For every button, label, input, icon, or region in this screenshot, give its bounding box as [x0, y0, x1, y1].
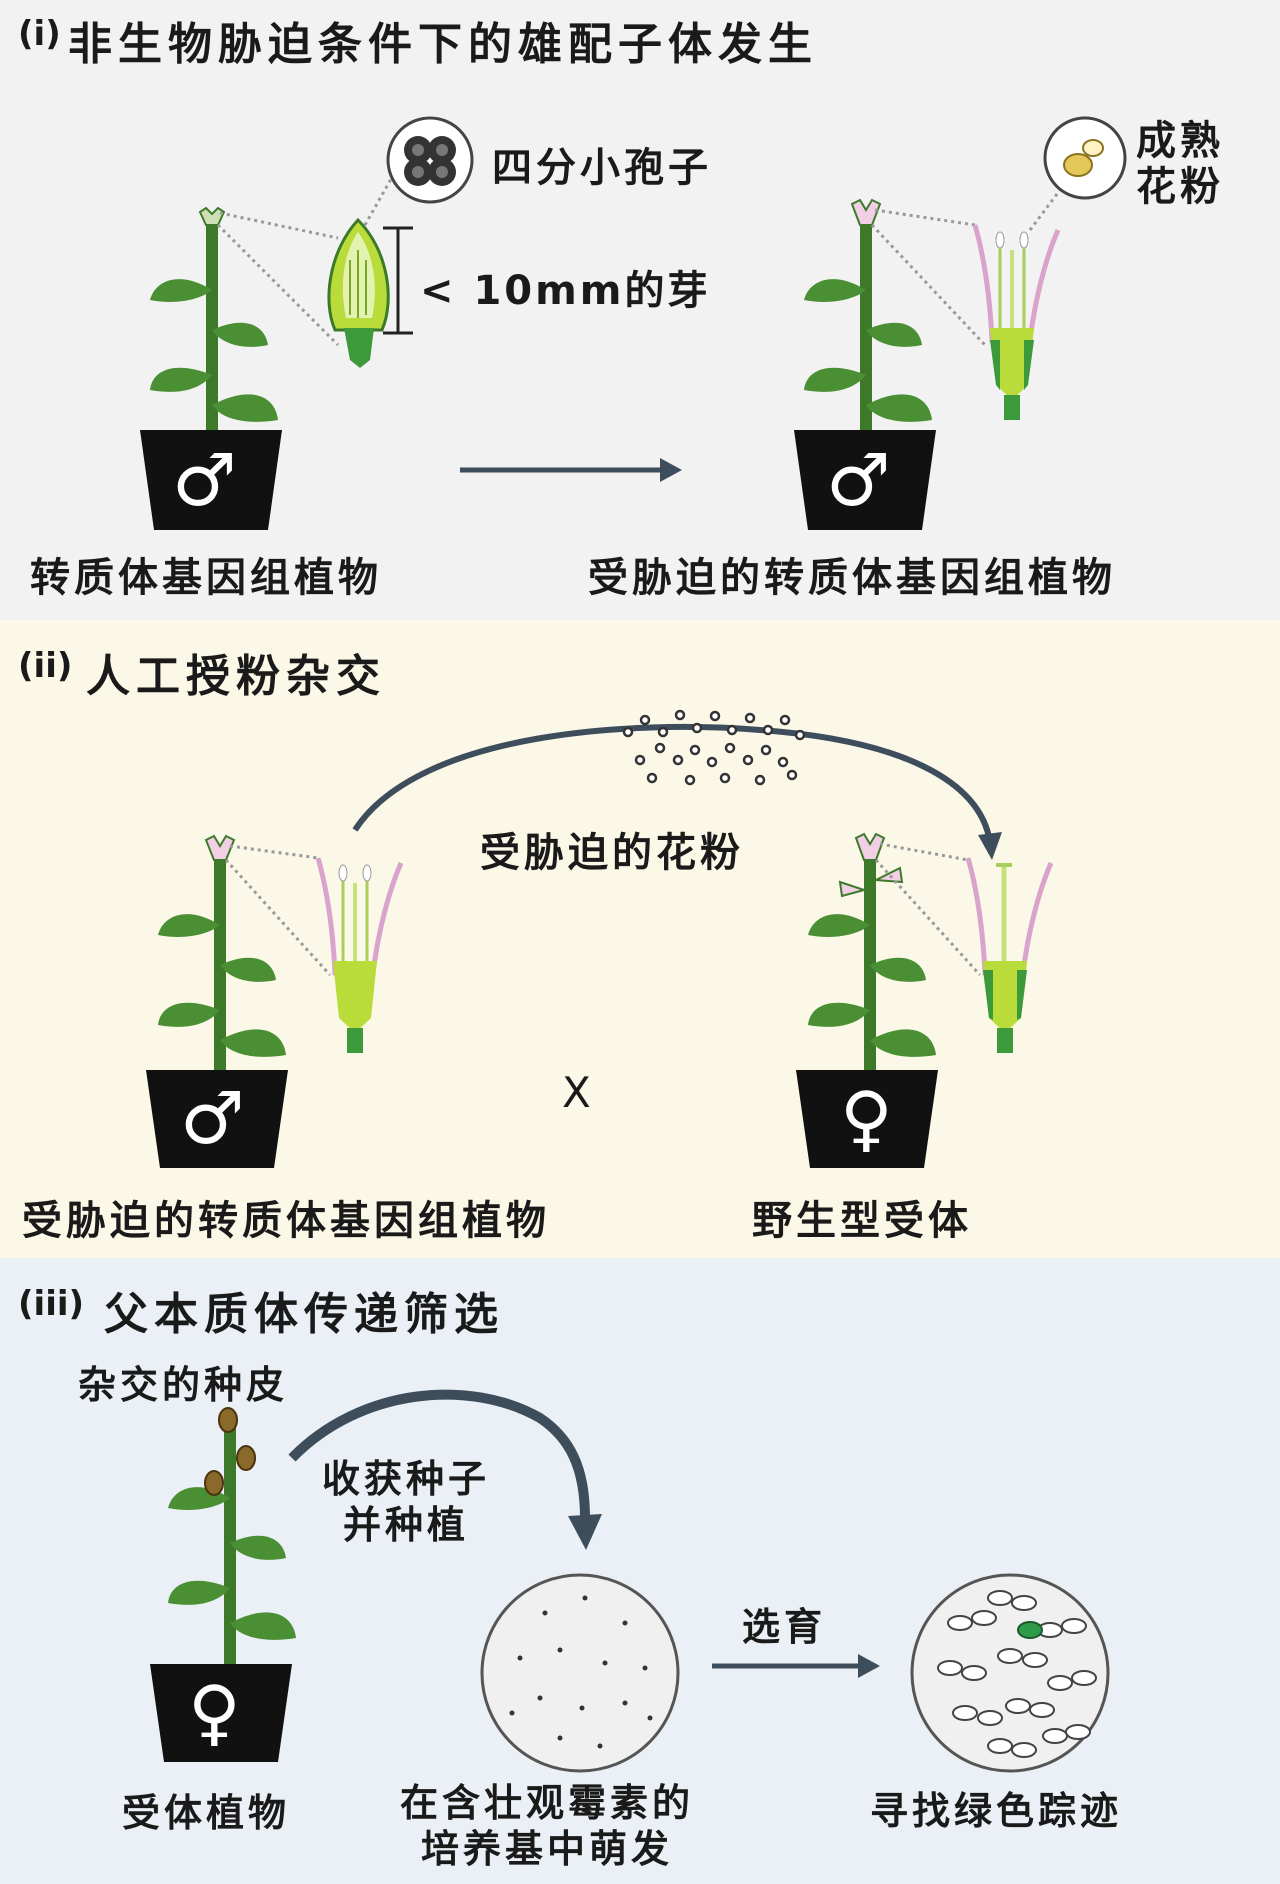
harvest-line1: 收获种子 — [322, 1457, 491, 1501]
pot — [796, 1070, 938, 1168]
stressed-plant-right — [794, 198, 936, 530]
mature-pollen-line2: 花粉 — [1136, 164, 1224, 210]
section-title: 父本质体传递筛选 — [104, 1289, 504, 1340]
panel-artificial-pollination: (ii) 人工授粉杂交 — [0, 620, 1280, 1258]
find-green-label: 寻找绿色踪迹 — [870, 1789, 1123, 1833]
breeding-arrow — [712, 1654, 880, 1678]
section-number: (ii) — [18, 646, 73, 686]
open-flower — [315, 857, 404, 1053]
germinate-line1: 在含壮观霉素的 — [400, 1781, 695, 1825]
section-title: 非生物胁迫条件下的雄配子体发生 — [68, 19, 818, 70]
mature-pollen-label: 成熟 花粉 — [1136, 118, 1224, 210]
male-symbol: ♂ — [826, 438, 891, 522]
pot — [140, 430, 282, 530]
pot — [794, 430, 936, 530]
stressed-plant-label: 受胁迫的转质体基因组植物 — [588, 555, 1116, 601]
male-symbol: ♂ — [172, 438, 237, 522]
scale-bar — [383, 226, 413, 335]
female-symbol: ♀ — [188, 1670, 241, 1754]
panel2-illustration — [146, 709, 1054, 1168]
section-number: (iii) — [18, 1284, 85, 1324]
harvest-arrow — [288, 1389, 590, 1519]
tetrad-icon — [386, 116, 474, 204]
panel-male-gametophyte: (i) 非生物胁迫条件下的雄配子体发生 — [0, 0, 1280, 620]
recipient-plant-label: 受体植物 — [122, 1791, 291, 1835]
wild-type-plant — [796, 832, 938, 1168]
pot — [150, 1664, 292, 1762]
harvest-line2: 并种植 — [343, 1503, 470, 1547]
harvest-label: 收获种子 并种植 — [322, 1456, 490, 1548]
section-title: 人工授粉杂交 — [86, 651, 386, 702]
pollen-label: 受胁迫的花粉 — [480, 830, 744, 876]
mature-pollen-icon — [1043, 116, 1127, 200]
stressed-plant — [146, 834, 288, 1168]
pot — [146, 1070, 288, 1168]
pollination-arrow — [352, 723, 993, 843]
bud-size-label: < 10mm的芽 — [420, 268, 711, 314]
seed-plate — [480, 1573, 680, 1773]
section-number: (i) — [18, 14, 61, 54]
recipient-plant — [150, 1407, 296, 1762]
mature-pollen-line1: 成熟 — [1136, 118, 1224, 164]
wild-type-label: 野生型受体 — [752, 1198, 972, 1244]
cross-symbol: X — [562, 1068, 591, 1117]
bud — [327, 217, 390, 368]
pollen-grains — [622, 709, 806, 786]
panel3-illustration — [150, 1389, 1110, 1773]
seed-coat-label: 杂交的种皮 — [78, 1363, 289, 1407]
emasculated-flower — [965, 857, 1054, 1053]
green-seedling — [1017, 1621, 1043, 1639]
female-symbol: ♀ — [840, 1076, 893, 1160]
seedling-plate — [910, 1573, 1110, 1773]
tetrad-label: 四分小孢子 — [492, 145, 712, 191]
breeding-label: 选育 — [742, 1605, 827, 1649]
progress-arrow — [460, 458, 682, 482]
male-symbol: ♂ — [180, 1076, 245, 1160]
open-flower — [972, 224, 1061, 420]
stressed-plant-label: 受胁迫的转质体基因组植物 — [22, 1198, 550, 1244]
transplastomic-plant-label: 转质体基因组植物 — [30, 555, 382, 601]
panel-paternal-transmission-screen: (iii) 父本质体传递筛选 — [0, 1258, 1280, 1884]
germinate-label: 在含壮观霉素的 培养基中萌发 — [400, 1780, 694, 1872]
panel1-illustration — [140, 116, 1127, 530]
germinate-line2: 培养基中萌发 — [421, 1827, 674, 1871]
transplastomic-plant-left — [140, 206, 282, 530]
